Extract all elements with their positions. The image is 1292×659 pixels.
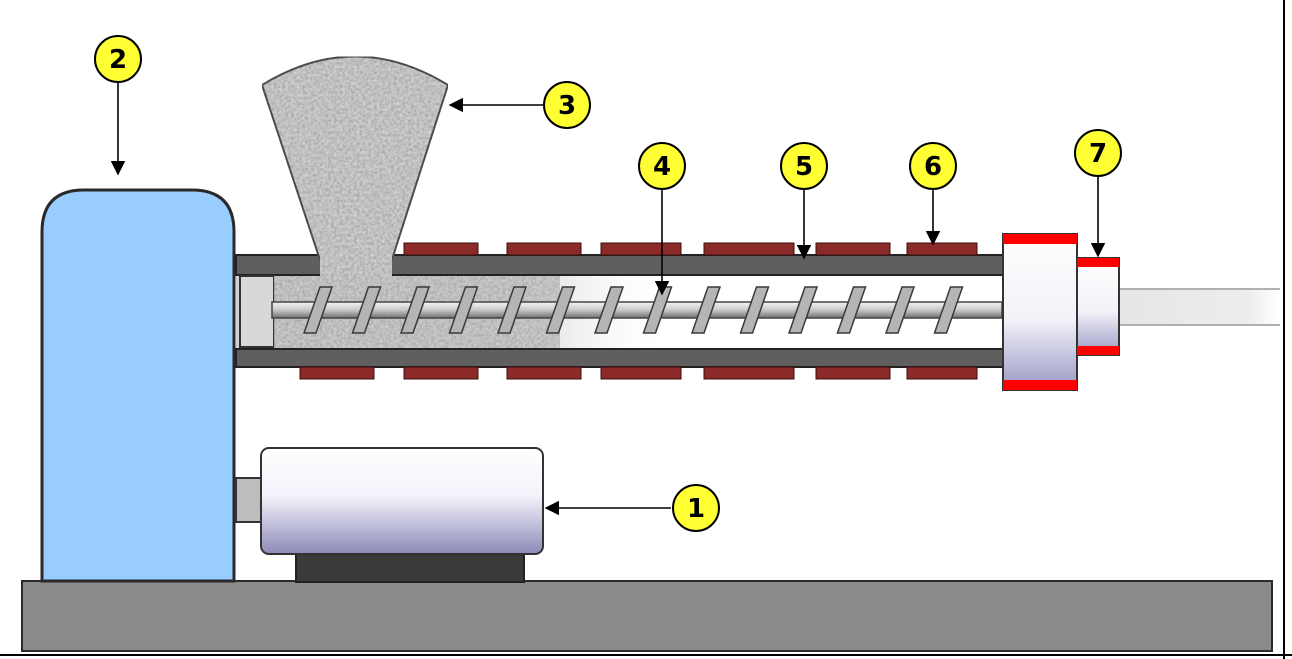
callout-label-5: 5 [795,152,813,182]
callout-motor: 1 [672,484,720,532]
screw-flight [302,286,334,334]
callout-screw: 4 [638,142,686,190]
hopper-icon [260,55,450,276]
screw-icon [271,286,1003,334]
heater-band-top [703,242,795,256]
callout-label-3: 3 [558,91,576,121]
callout-label-1: 1 [687,494,705,524]
heater-band-bottom [906,366,978,380]
callout-heaters: 6 [909,142,957,190]
screw-flight [884,286,916,334]
heater-band-bottom [299,366,375,380]
screw-flight [690,286,722,334]
screw-flight [787,286,819,334]
heater-band-bottom [403,366,479,380]
screw-flight [642,286,673,334]
gearbox-icon [40,188,236,583]
heater-band-top [600,242,682,256]
screw-flight [351,286,382,334]
heater-band-top [506,242,582,256]
callout-label-2: 2 [109,45,127,75]
screw-flight [593,286,625,334]
die-icon [1002,233,1120,391]
heater-band-bottom [815,366,891,380]
screw-flight [399,286,431,334]
heater-band-top [815,242,891,256]
extrudate-strand [1120,289,1280,325]
heater-band-top [403,242,479,256]
base-plate [21,580,1273,652]
screw-flight [933,286,964,334]
heater-band-icon [299,242,978,380]
callout-barrel: 5 [780,142,828,190]
heater-band-bottom [506,366,582,380]
callout-label-7: 7 [1089,139,1107,169]
heater-band-top [906,242,978,256]
callout-label-4: 4 [653,152,671,182]
callout-hopper: 3 [543,81,591,129]
callout-gearbox: 2 [94,35,142,83]
electric-motor-icon [235,447,544,583]
screw-flight [496,286,528,334]
callout-label-6: 6 [924,152,942,182]
heater-band-bottom [703,366,795,380]
screw-flight [836,286,867,334]
heater-band-bottom [600,366,682,380]
callout-die: 7 [1074,129,1122,177]
screw-flight [448,286,479,334]
screw-flight [545,286,576,334]
screw-flight [739,286,770,334]
